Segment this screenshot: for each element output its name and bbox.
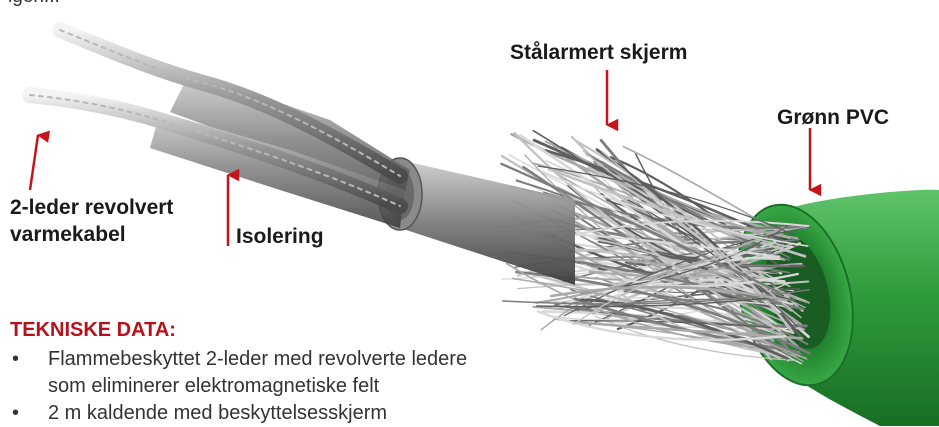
spec-item: • Flammebeskyttet 2-leder med revolverte…: [10, 346, 570, 400]
bullet-icon: •: [12, 400, 19, 427]
label-heating-cable-line1: 2-leder revolvert: [10, 195, 173, 220]
label-steel-armour: Stålarmert skjerm: [510, 40, 687, 65]
technical-data: TEKNISKE DATA: • Flammebeskyttet 2-leder…: [10, 318, 570, 427]
bullet-icon: •: [12, 346, 19, 373]
spec-item-line2: som eliminerer elektromagnetiske felt: [48, 375, 379, 397]
spec-item-line1: 2 m kaldende med beskyttelsesskjerm: [48, 402, 387, 424]
spec-item: • 2 m kaldende med beskyttelsesskjerm: [10, 400, 570, 427]
label-insulation: Isolering: [236, 224, 324, 249]
arrow-heating: [30, 135, 38, 190]
label-heating-cable-line2: varmekabel: [10, 222, 126, 247]
technical-data-heading: TEKNISKE DATA:: [10, 318, 570, 342]
spec-item-line1: Flammebeskyttet 2-leder med revolverte l…: [48, 348, 467, 370]
label-green-pvc: Grønn PVC: [777, 105, 889, 130]
